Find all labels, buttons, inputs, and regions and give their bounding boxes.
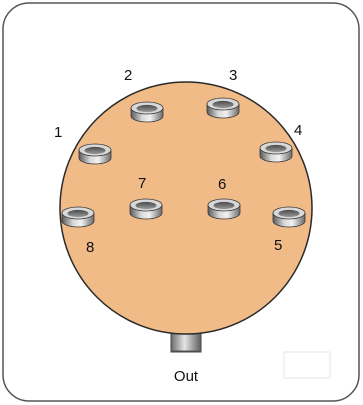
port-label-1: 1 [54, 124, 62, 141]
port-label-8: 8 [86, 239, 94, 256]
valve-disc [60, 82, 312, 334]
port-4 [260, 142, 292, 162]
blank-box [284, 352, 330, 378]
port-label-7: 7 [138, 175, 146, 192]
port-label-4: 4 [294, 122, 302, 139]
port-8 [62, 207, 94, 227]
port-5 [273, 207, 305, 227]
port-6 [208, 199, 240, 219]
port-label-6: 6 [218, 176, 226, 193]
port-2 [131, 102, 163, 122]
port-label-5: 5 [274, 237, 282, 254]
output-label: Out [174, 368, 199, 385]
port-label-3: 3 [229, 67, 237, 84]
port-3 [207, 98, 239, 118]
port-label-2: 2 [124, 67, 132, 84]
port-7 [130, 199, 162, 219]
port-1 [79, 144, 111, 164]
